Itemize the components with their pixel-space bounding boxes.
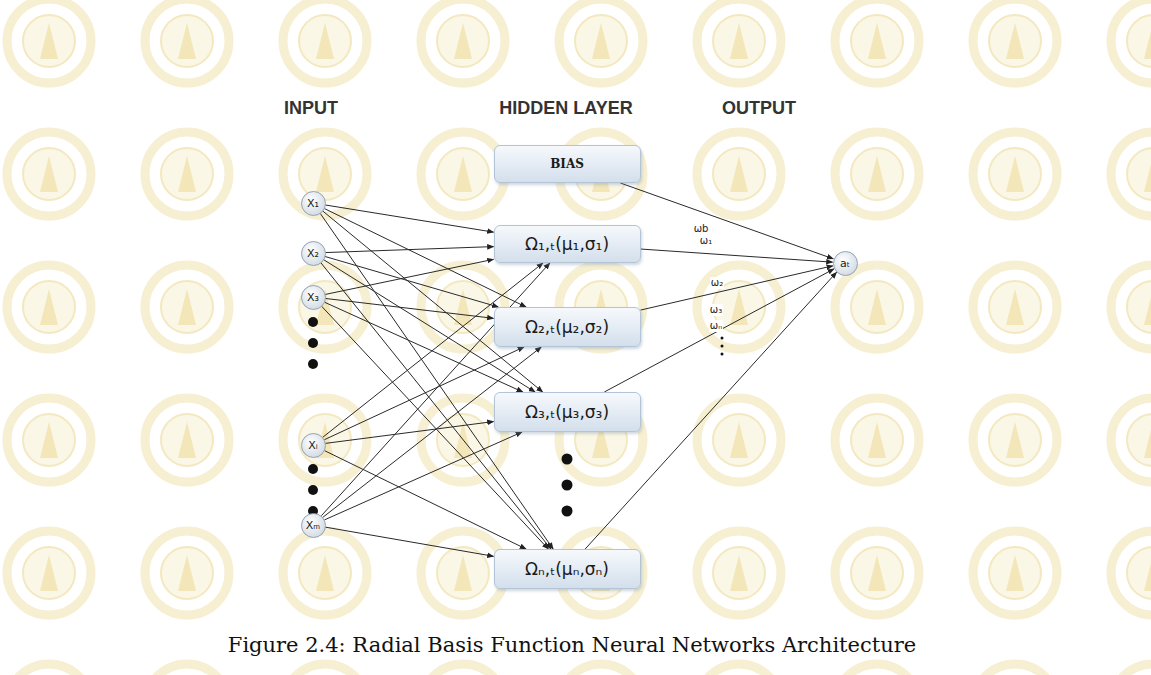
connection-line bbox=[325, 205, 493, 232]
hidden-unit-box: Ω₁,ₜ(μ₁,σ₁) bbox=[494, 225, 641, 263]
weight-label: ωₙ bbox=[709, 320, 723, 332]
weight-label: ω₁ bbox=[699, 235, 713, 247]
weight-label: ω₃ bbox=[709, 304, 723, 316]
neuron-circle: Xᵢ bbox=[301, 433, 326, 458]
connection-line bbox=[320, 213, 553, 549]
connection-line bbox=[325, 527, 493, 556]
node-text: X₃ bbox=[307, 291, 319, 304]
connection-line bbox=[325, 422, 493, 444]
hidden-unit-box: BIAS bbox=[494, 145, 641, 183]
neuron-circle: Xₘ bbox=[301, 513, 326, 538]
node-text: Xₘ bbox=[306, 519, 320, 532]
connection-line bbox=[641, 266, 833, 310]
connection-line bbox=[325, 298, 493, 318]
node-text: Ω₁,ₜ(μ₁,σ₁) bbox=[525, 234, 609, 254]
neuron-circle: aₜ bbox=[833, 251, 858, 276]
node-text: Ωₙ,ₜ(μₙ,σₙ) bbox=[525, 559, 609, 579]
hidden-unit-box: Ω₃,ₜ(μ₃,σ₃) bbox=[494, 392, 641, 432]
node-text: BIAS bbox=[550, 157, 584, 171]
connection-line bbox=[325, 256, 498, 307]
connection-line bbox=[325, 259, 493, 294]
connection-line bbox=[324, 450, 526, 549]
neuron-circle: X₃ bbox=[301, 285, 326, 310]
connection-line bbox=[323, 347, 541, 517]
node-text: Ω₂,ₜ(μ₂,σ₂) bbox=[525, 317, 609, 337]
layer-heading: INPUT bbox=[284, 98, 338, 119]
neuron-circle: X₁ bbox=[301, 191, 326, 216]
hidden-unit-box: Ω₂,ₜ(μ₂,σ₂) bbox=[494, 307, 641, 347]
node-text: X₁ bbox=[307, 197, 319, 210]
weight-label: ωb bbox=[693, 223, 710, 235]
connection-line bbox=[641, 249, 833, 262]
layer-heading: HIDDEN LAYER bbox=[499, 98, 632, 119]
connection-line bbox=[325, 247, 493, 253]
hidden-unit-box: Ωₙ,ₜ(μₙ,σₙ) bbox=[494, 549, 641, 589]
node-text: aₜ bbox=[840, 257, 850, 270]
node-text: X₂ bbox=[307, 247, 319, 260]
layer-heading: OUTPUT bbox=[722, 98, 796, 119]
neuron-circle: X₂ bbox=[301, 241, 326, 266]
connection-line bbox=[321, 263, 549, 516]
connection-line bbox=[620, 183, 833, 259]
node-text: Xᵢ bbox=[308, 439, 318, 452]
node-text: Ω₃,ₜ(μ₃,σ₃) bbox=[525, 402, 609, 422]
connection-line bbox=[324, 432, 522, 520]
weight-label: ω₂ bbox=[710, 277, 724, 289]
figure-caption: Figure 2.4: Radial Basis Function Neural… bbox=[228, 633, 916, 657]
